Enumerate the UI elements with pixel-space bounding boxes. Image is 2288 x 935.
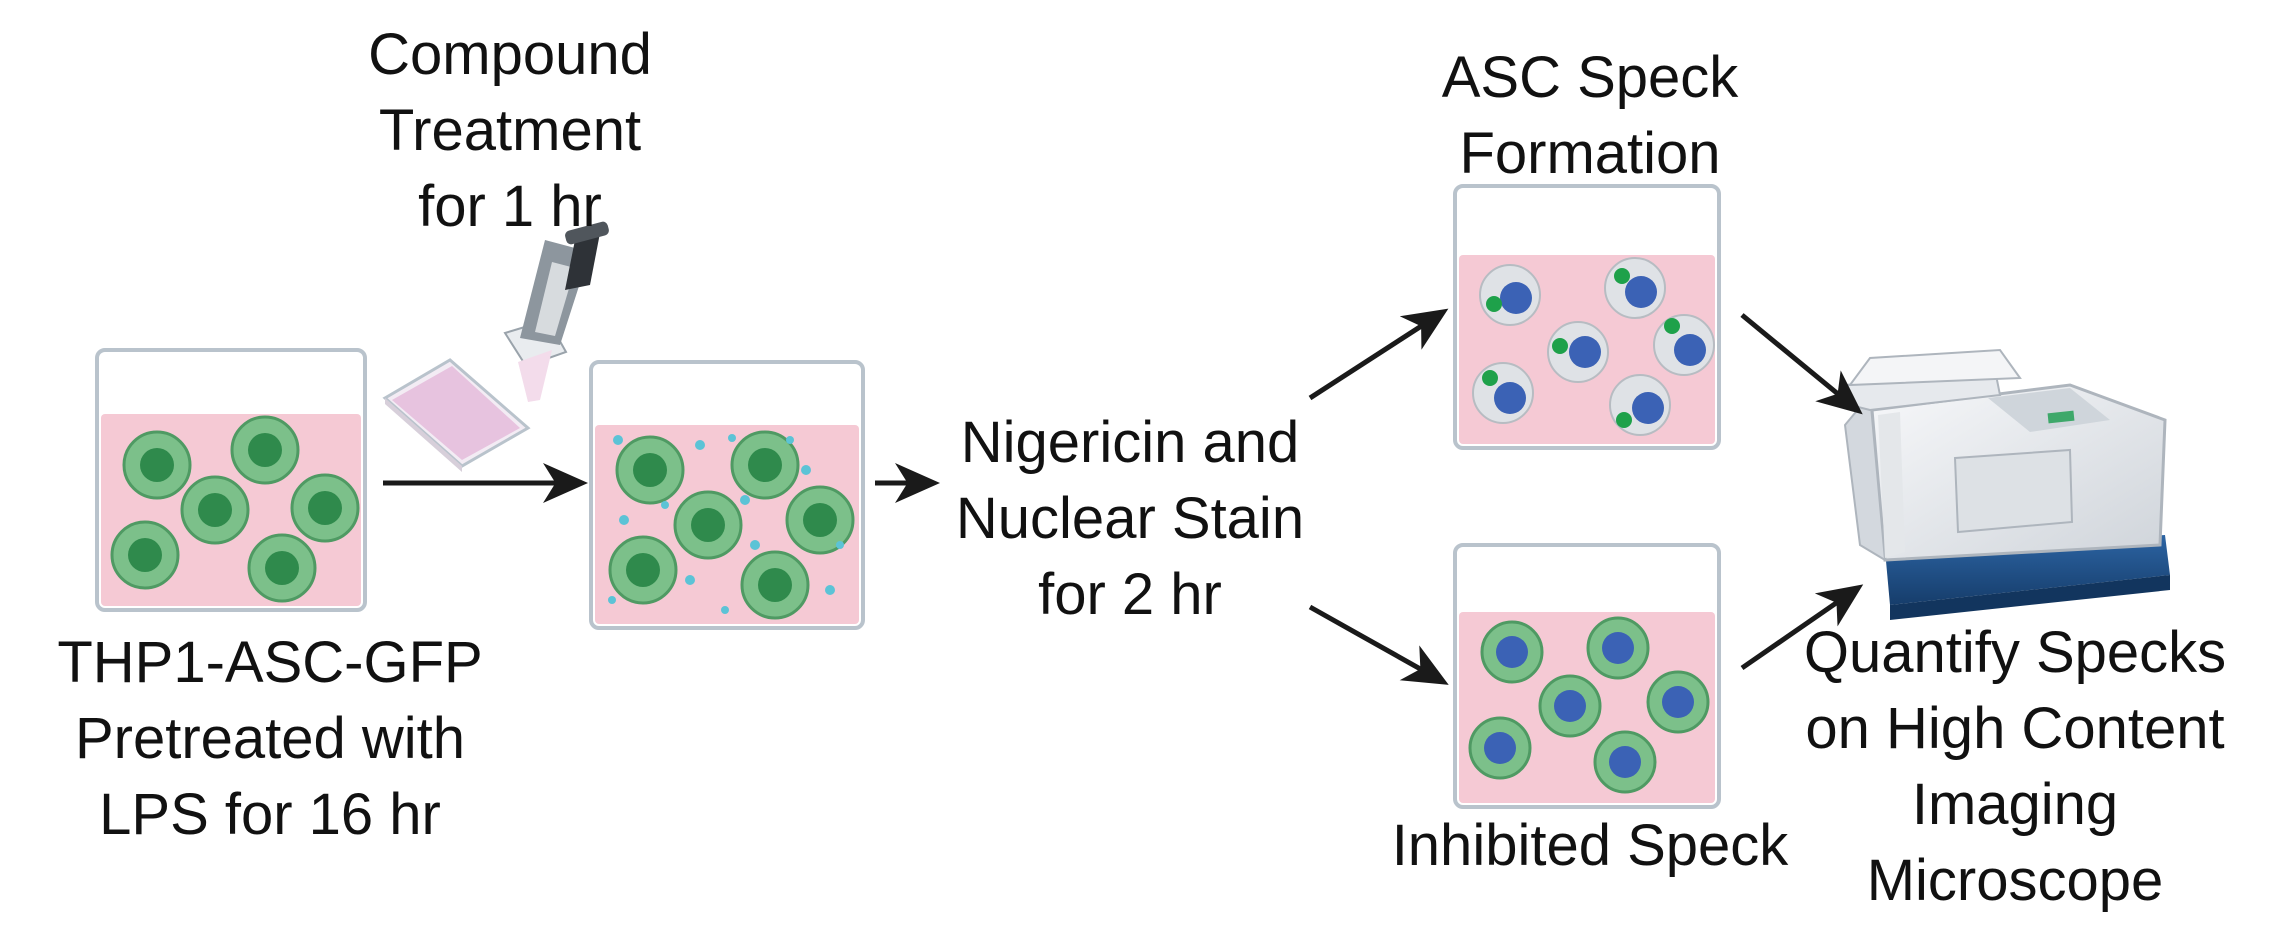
arrow-inhibited-to-microscope	[1740, 584, 1864, 671]
well-plate-icon	[382, 358, 531, 472]
compound-dots	[608, 434, 844, 614]
green-cells	[608, 430, 855, 620]
arrow-to-speck	[1308, 308, 1449, 401]
label-line: Inhibited Speck	[1391, 813, 1789, 878]
beaker-icon	[95, 348, 367, 612]
label-line: Treatment	[378, 98, 642, 163]
speck-cells	[1472, 257, 1715, 436]
inhibited-speck-label: Inhibited Speck	[1340, 808, 1840, 884]
label-line: Formation	[1459, 121, 1721, 186]
label-line: Quantify Specks	[1803, 620, 2227, 685]
nigericin-label: Nigericin and Nuclear Stain for 2 hr	[920, 405, 1340, 633]
label-line: Imaging	[1911, 772, 2119, 837]
asc-speck-label: ASC Speck Formation	[1370, 40, 1810, 192]
label-line: on High Content	[1805, 696, 2225, 761]
label-line: Nigericin and	[960, 410, 1300, 475]
label-line: Pretreated with	[74, 706, 466, 771]
microscope-icon	[1836, 348, 2170, 620]
inhibited-cells	[1468, 616, 1710, 794]
label-line: LPS for 16 hr	[99, 782, 441, 847]
green-cells	[110, 415, 360, 603]
quantify-label: Quantify Specks on High Content Imaging …	[1760, 615, 2270, 919]
label-line: for 1 hr	[418, 174, 602, 239]
label-line: Nuclear Stain	[955, 486, 1305, 551]
thp1-label: THP1-ASC-GFP Pretreated with LPS for 16 …	[0, 625, 540, 853]
label-line: for 2 hr	[1038, 562, 1222, 627]
label-line: Compound	[368, 22, 652, 87]
label-line: Microscope	[1866, 848, 2164, 913]
arrow-icon	[383, 308, 1864, 685]
beaker-icon	[1453, 543, 1721, 809]
pipette-icon	[503, 221, 609, 402]
arrow-to-inhibited	[1308, 604, 1449, 685]
label-line: ASC Speck	[1441, 45, 1739, 110]
compound-treatment-label: Compound Treatment for 1 hr	[300, 17, 720, 245]
arrow-speck-to-microscope	[1740, 313, 1863, 415]
label-line: THP1-ASC-GFP	[57, 630, 483, 695]
beaker-icon	[589, 360, 865, 630]
beaker-icon	[1453, 184, 1721, 450]
